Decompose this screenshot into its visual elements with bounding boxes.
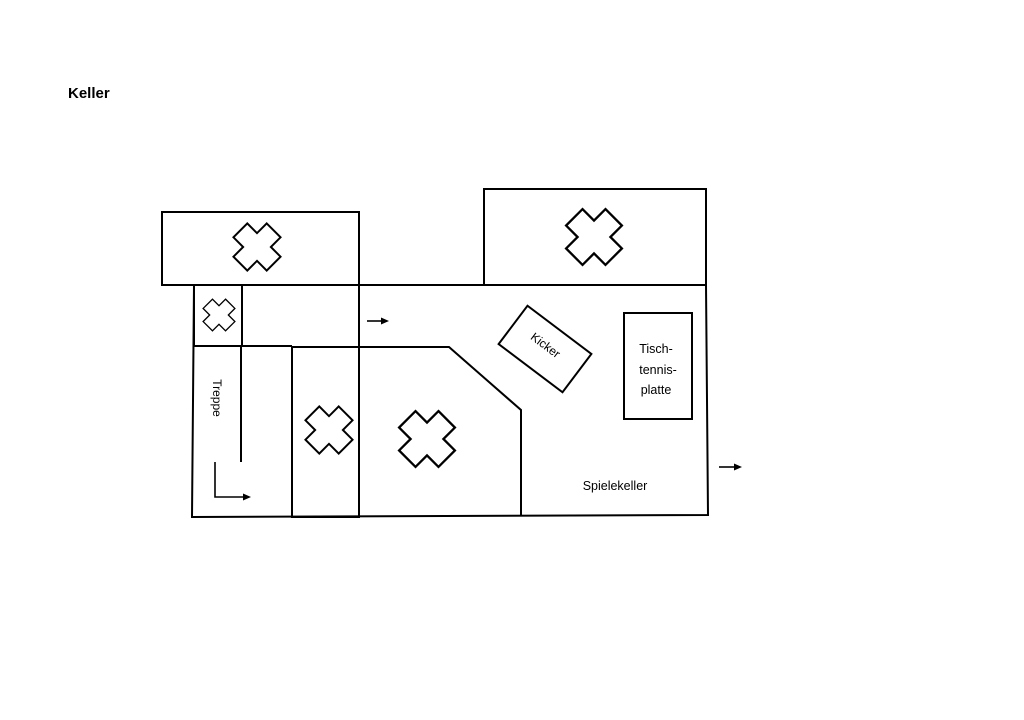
table-tennis-table <box>623 312 693 420</box>
cross-icon <box>195 291 243 339</box>
cross-icon <box>553 196 635 278</box>
cross-icon <box>386 398 468 480</box>
arrow-head-icon <box>381 317 389 325</box>
kicker-table <box>497 304 593 394</box>
cross-icon <box>294 395 364 465</box>
table-tennis-label-3: platte <box>641 383 672 397</box>
stair-arrow-icon <box>214 462 244 498</box>
main-outline <box>190 284 710 519</box>
arrow-head-icon <box>734 463 742 471</box>
table-tennis-label-2: tennis- <box>639 363 677 377</box>
table-tennis-label-1: Tisch- <box>639 342 673 356</box>
game-room-label: Spielekeller <box>583 479 648 493</box>
page-title: Keller <box>68 85 110 102</box>
middle-room <box>292 346 522 515</box>
foosball-label: Kicker <box>528 330 563 361</box>
arrow-head-icon <box>243 493 251 501</box>
stairs-label: Treppe <box>210 379 224 417</box>
cross-icon <box>222 212 292 282</box>
